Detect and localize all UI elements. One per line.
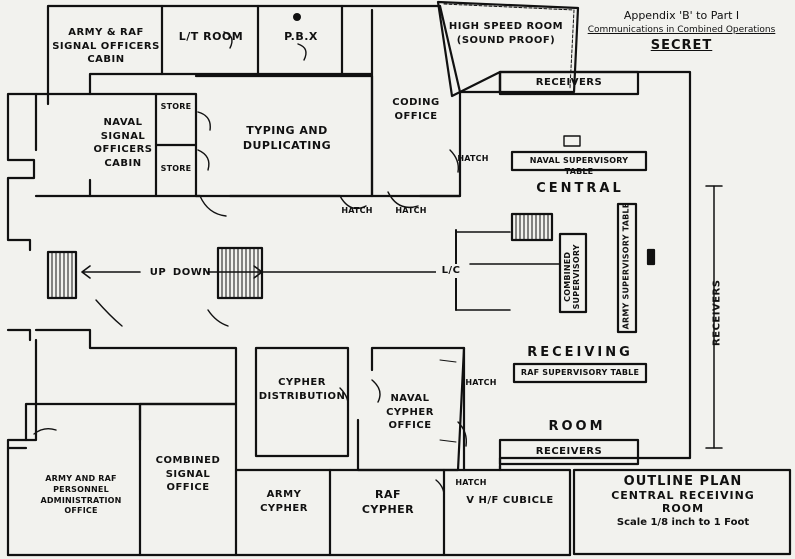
room-word: ROOM [548, 419, 606, 434]
typing-label: TYPING AND DUPLICATING [242, 124, 332, 152]
legend-frame [572, 468, 792, 556]
arrow-up [81, 265, 141, 279]
hatch-vhf: HATCH [455, 478, 487, 487]
wall-combined-signal [138, 402, 238, 557]
receivers-bottom-label: RECEIVERS [535, 446, 603, 457]
raf-cypher-label: RAF CYPHER [361, 488, 415, 516]
legend-line1: OUTLINE PLAN [623, 474, 743, 489]
legend: OUTLINE PLAN CENTRAL RECEIVING ROOM Scal… [578, 474, 788, 528]
pbx-label: P.B.X [284, 30, 318, 43]
wall-left-outer [6, 92, 50, 342]
title-block: Appendix 'B' to Part I Communications in… [574, 9, 789, 53]
combined-signal-label: COMBINED SIGNAL OFFICE [155, 455, 221, 493]
lt-room-label: L/T ROOM [178, 30, 244, 43]
stair-right [216, 246, 264, 300]
army-cypher-label: ARMY CYPHER [260, 489, 308, 514]
raf-table-label: RAF SUPERVISORY TABLE [520, 368, 640, 377]
receiving-word: RECEIVING [527, 345, 633, 360]
naval-table-box [510, 150, 648, 172]
receivers-top-box [498, 70, 640, 96]
legend-line3: ROOM [661, 502, 705, 515]
stair-left [46, 250, 78, 300]
combined-table-box [558, 232, 588, 314]
naval-signal-label: NAVAL SIGNAL OFFICERS CABIN [93, 117, 153, 169]
wall-coding [340, 4, 462, 198]
secret-stamp: SECRET [650, 38, 713, 53]
hatch-coding: HATCH [457, 154, 489, 163]
central-word: CENTRAL [536, 181, 624, 196]
stair-up-label: UP [149, 267, 167, 278]
coding-label: CODING OFFICE [392, 97, 440, 122]
stair-down-label: DOWN [172, 267, 212, 278]
army-table-box [616, 202, 638, 334]
receivers-right-label: RECEIVERS [711, 279, 723, 346]
appendix-line: Appendix 'B' to Part I [623, 9, 740, 22]
wall-pbx [256, 4, 344, 76]
army-table-label: ARMY SUPERVISORY TABLE [621, 202, 631, 330]
receivers-top-label: RECEIVERS [535, 77, 603, 88]
high-speed-label: HIGH SPEED ROOM (SOUND PROOF) [448, 21, 564, 46]
store-1-label: STORE [160, 102, 192, 111]
receivers-bottom-box [498, 438, 640, 466]
army-raf-personnel-label: ARMY AND RAF PERSONNEL ADMINISTRATION OF… [40, 474, 122, 516]
army-raf-signal-label: ARMY & RAF SIGNAL OFFICERS CABIN [52, 27, 160, 65]
wall-lower-left [34, 328, 238, 442]
vhf-cubicle-label: V H/F CUBICLE [466, 495, 554, 506]
hatch-naval-cypher: HATCH [465, 378, 497, 387]
legend-line2: CENTRAL RECEIVING [611, 489, 755, 502]
naval-cypher-label: NAVAL CYPHER OFFICE [386, 393, 434, 431]
subtitle-line: Communications in Combined Operations [587, 25, 776, 35]
naval-table-label: NAVAL SUPERVISORY TABLE [529, 156, 629, 176]
wall-lt-room [160, 4, 260, 76]
wall-cypher-dist [254, 346, 350, 458]
wall-army-raf-personnel [6, 402, 142, 557]
lc-label: L/C [436, 264, 466, 278]
hatch-b: HATCH [395, 206, 427, 215]
hatch-a: HATCH [341, 206, 373, 215]
raf-table-box [512, 362, 648, 384]
store-2-label: STORE [160, 164, 192, 173]
combined-table-label: COMBINED SUPERVISORY [563, 244, 581, 310]
wall-stores [154, 92, 198, 198]
legend-scale: Scale 1/8 inch to 1 Foot [616, 517, 750, 528]
cypher-distribution-label: CYPHER DISTRIBUTION [258, 377, 346, 402]
